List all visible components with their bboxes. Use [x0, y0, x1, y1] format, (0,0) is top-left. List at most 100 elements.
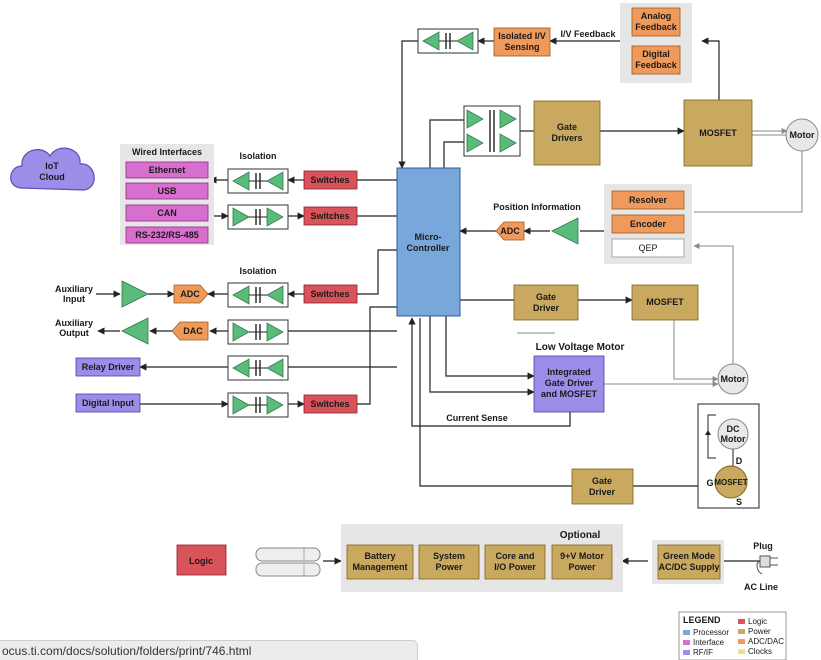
- svg-text:9+V Motor: 9+V Motor: [560, 551, 604, 561]
- aux-input-label: Auxiliary: [55, 284, 93, 294]
- svg-text:MOSFET: MOSFET: [646, 297, 684, 307]
- svg-text:Switches: Switches: [310, 289, 349, 299]
- svg-text:Sensing: Sensing: [504, 42, 539, 52]
- gate-driver-bot-block: [571, 468, 634, 505]
- amp-triangle-icon: [266, 285, 284, 305]
- motor-top-icon: [785, 118, 819, 152]
- svg-text:System: System: [433, 551, 465, 561]
- gate-driver-mid-block: [513, 284, 579, 321]
- svg-text:Micro-: Micro-: [415, 232, 442, 242]
- svg-text:Processor: Processor: [693, 628, 729, 637]
- svg-text:Battery: Battery: [364, 551, 395, 561]
- isolator-block: [227, 282, 289, 308]
- svg-text:S: S: [736, 497, 742, 507]
- rs232-block: [125, 226, 209, 244]
- svg-text:Digital: Digital: [642, 49, 670, 59]
- isolator-block: [417, 28, 479, 54]
- digital-feedback-block: [631, 45, 681, 75]
- svg-text:Motor: Motor: [790, 130, 815, 140]
- svg-text:Isolation: Isolation: [239, 151, 276, 161]
- svg-text:AC Line: AC Line: [744, 582, 778, 592]
- svg-text:Encoder: Encoder: [630, 219, 667, 229]
- amp-triangle-icon: [121, 317, 149, 345]
- amp-triangle-icon: [466, 109, 484, 129]
- svg-text:Integrated: Integrated: [547, 367, 591, 377]
- svg-text:RF/IF: RF/IF: [693, 648, 713, 657]
- isolator-block: [463, 105, 521, 157]
- motor-power-block: [551, 544, 613, 580]
- svg-text:Clocks: Clocks: [748, 647, 772, 656]
- svg-text:Controller: Controller: [406, 243, 449, 253]
- svg-text:Input: Input: [63, 294, 85, 304]
- svg-text:Gate: Gate: [536, 292, 556, 302]
- gate-drivers-block: [533, 100, 601, 166]
- encoder-block: [611, 214, 685, 234]
- adc-mid-block: [495, 221, 525, 241]
- svg-text:CAN: CAN: [157, 208, 177, 218]
- svg-text:and MOSFET: and MOSFET: [541, 389, 598, 399]
- top-feedback: Isolated I/V Sensing I/V Feedback Analog…: [493, 3, 692, 83]
- svg-text:LEGEND: LEGEND: [683, 615, 721, 625]
- svg-text:ADC: ADC: [180, 289, 200, 299]
- mosfet-mid-block: [631, 284, 699, 321]
- svg-text:Motor: Motor: [721, 374, 746, 384]
- svg-text:Motor: Motor: [721, 434, 746, 444]
- resolver-block: [611, 190, 685, 210]
- feedback-lines: [517, 128, 803, 387]
- can-block: [125, 204, 209, 222]
- svg-text:Feedback: Feedback: [635, 22, 678, 32]
- svg-text:DC: DC: [727, 424, 740, 434]
- svg-text:Driver: Driver: [589, 487, 616, 497]
- switches-block-3: [303, 284, 358, 304]
- svg-text:Low Voltage Motor: Low Voltage Motor: [536, 342, 625, 353]
- svg-text:ADC: ADC: [500, 226, 520, 236]
- amp-triangle-icon: [266, 358, 284, 378]
- svg-text:Power: Power: [748, 627, 771, 636]
- svg-text:Core and: Core and: [495, 551, 534, 561]
- core-io-block: [484, 544, 546, 580]
- svg-text:Switches: Switches: [310, 211, 349, 221]
- mosfet-bot-icon: [714, 465, 748, 499]
- switches: Switches Switches Switches Switches: [303, 170, 358, 414]
- power-chain: Logic Optional Battery Management System…: [176, 524, 778, 592]
- svg-text:Optional: Optional: [560, 530, 601, 541]
- isolated-sensing-block: [493, 27, 551, 57]
- svg-text:ADC/DAC: ADC/DAC: [748, 637, 784, 646]
- qep-block: [611, 238, 685, 258]
- system-power-block: [418, 544, 480, 580]
- logic-block: [176, 544, 227, 576]
- svg-text:I/O Power: I/O Power: [494, 562, 536, 572]
- svg-text:Position Information: Position Information: [493, 202, 581, 212]
- motor-mid-icon: [717, 363, 749, 395]
- svg-text:Current Sense: Current Sense: [446, 413, 508, 423]
- svg-text:Gate Driver: Gate Driver: [545, 378, 594, 388]
- amp-triangle-icon: [232, 322, 250, 342]
- svg-text:Relay Driver: Relay Driver: [82, 362, 135, 372]
- position-sensing: Position Information ADC Resolver Encode…: [493, 184, 692, 264]
- isolator-block: [227, 392, 289, 418]
- svg-text:Digital Input: Digital Input: [82, 398, 134, 408]
- browser-status-url: ocus.ti.com/docs/solution/folders/print/…: [0, 640, 418, 660]
- amp-triangle-icon: [499, 109, 517, 129]
- svg-text:Drivers: Drivers: [551, 133, 582, 143]
- ethernet-block: [125, 161, 209, 179]
- svg-text:Resolver: Resolver: [629, 195, 668, 205]
- svg-text:Gate: Gate: [592, 476, 612, 486]
- svg-text:Driver: Driver: [533, 303, 560, 313]
- iot-cloud: IoT Cloud: [10, 147, 95, 191]
- aux-io: Auxiliary Input Auxiliary Output ADC DAC…: [55, 280, 209, 413]
- amp-triangle-icon: [121, 280, 149, 308]
- amp-triangle-icon: [266, 171, 284, 191]
- isolator-block: [227, 355, 289, 381]
- dc-motor-group: DC Motor MOSFET D G S Gate Driver: [571, 403, 760, 509]
- svg-text:Analog: Analog: [641, 11, 672, 21]
- svg-text:Feedback: Feedback: [635, 60, 678, 70]
- digital-input-block: [75, 393, 141, 413]
- svg-text:MOSFET: MOSFET: [714, 478, 747, 487]
- isolators: Isolation Isolation: [239, 151, 276, 276]
- wired-interfaces-title: Wired Interfaces: [132, 147, 202, 157]
- power-stage-mid: Gate Driver MOSFET Low Voltage Motor Int…: [446, 284, 749, 423]
- legend: LEGEND Processor Interface RF/IF Logic P…: [678, 611, 787, 660]
- svg-text:Switches: Switches: [310, 175, 349, 185]
- svg-text:I/V Feedback: I/V Feedback: [560, 29, 616, 39]
